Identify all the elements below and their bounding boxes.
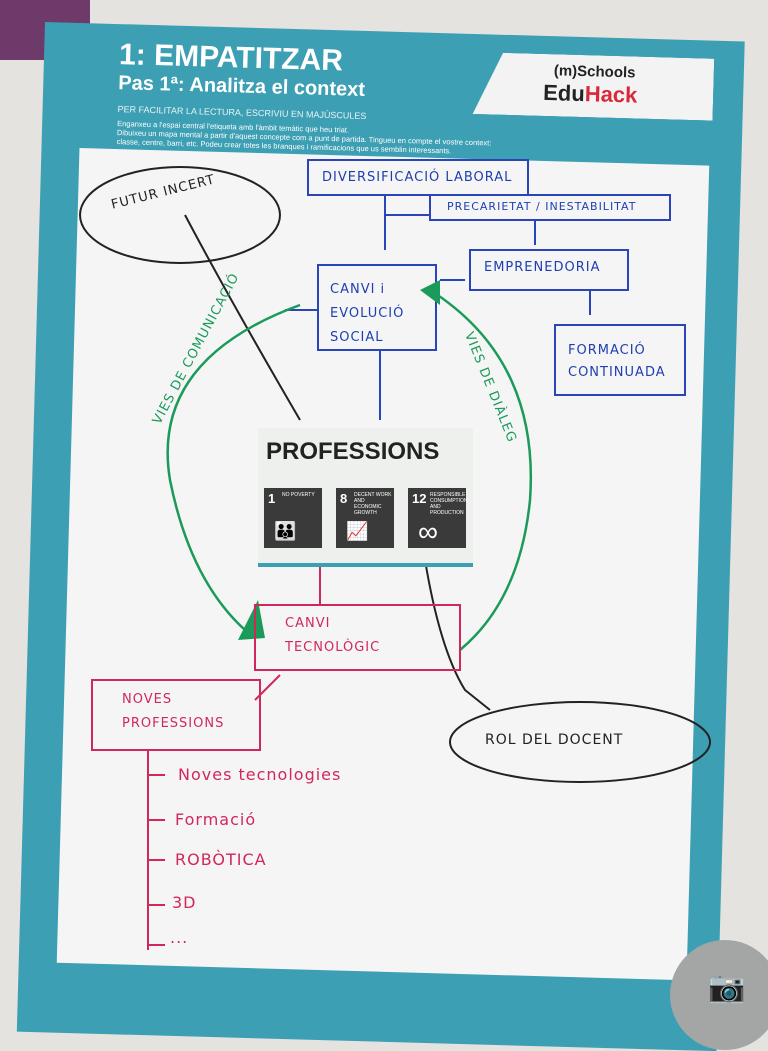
sdg-number: 8 <box>340 491 348 506</box>
label-line: CANVI <box>285 616 331 631</box>
futur-outline <box>79 166 281 264</box>
infinity-icon: ∞ <box>418 516 438 547</box>
sdg-12-tile: 12 RESPONSIBLE CONSUMPTION AND PRODUCTIO… <box>408 488 468 548</box>
label-line: SOCIAL <box>330 330 384 345</box>
node-rol-docent: ROL DEL DOCENT <box>485 732 624 748</box>
label-line: CONTINUADA <box>568 365 666 380</box>
growth-chart-icon: 📈 <box>346 521 369 541</box>
mind-map-lines <box>79 159 711 950</box>
node-canvi-social: CANVI i EVOLUCIÓ SOCIAL <box>330 278 404 350</box>
list-item: Noves tecnologies <box>178 765 342 784</box>
sdg-1-tile: 1 NO POVERTY 👪 <box>264 488 322 548</box>
label-line: TECNOLÒGIC <box>285 640 381 655</box>
node-formacio: FORMACIÓ CONTINUADA <box>568 340 666 384</box>
label-line: EVOLUCIÓ <box>330 306 405 321</box>
node-precarietat: PRECARIETAT / INESTABILITAT <box>447 200 637 213</box>
sdg-number: 12 <box>412 491 427 506</box>
professions-card: PROFESSIONS 1 NO POVERTY 👪 8 DECENT WORK… <box>258 428 473 567</box>
list-item: 3D <box>172 893 197 912</box>
list-item: ROBÒTICA <box>175 850 267 869</box>
label-line: PROFESSIONS <box>122 716 225 731</box>
camera-icon: 📷 <box>708 971 746 1004</box>
label-line: FORMACIÓ <box>568 343 646 358</box>
node-noves-professions: NOVES PROFESSIONS <box>122 688 224 736</box>
label-line: NOVES <box>122 692 173 707</box>
list-item: Formació <box>175 810 257 829</box>
sdg-text: DECENT WORK AND ECONOMIC GROWTH <box>354 492 392 516</box>
label-line: CANVI i <box>330 282 386 297</box>
rol-outline <box>449 701 711 783</box>
sdg-8-tile: 8 DECENT WORK AND ECONOMIC GROWTH 📈 <box>336 488 394 548</box>
list-item: ... <box>170 928 189 947</box>
node-diversificacio: DIVERSIFICACIÓ LABORAL <box>322 170 513 185</box>
node-canvi-tecnologic: CANVI TECNOLÒGIC <box>285 612 380 660</box>
sdg-text: NO POVERTY <box>282 492 315 498</box>
family-icon: 👪 <box>274 521 297 541</box>
node-emprenedoria: EMPRENEDORIA <box>484 260 601 275</box>
sdg-text: RESPONSIBLE CONSUMPTION AND PRODUCTION <box>430 492 468 516</box>
card-title: PROFESSIONS <box>266 438 440 465</box>
sdg-number: 1 <box>268 491 276 506</box>
